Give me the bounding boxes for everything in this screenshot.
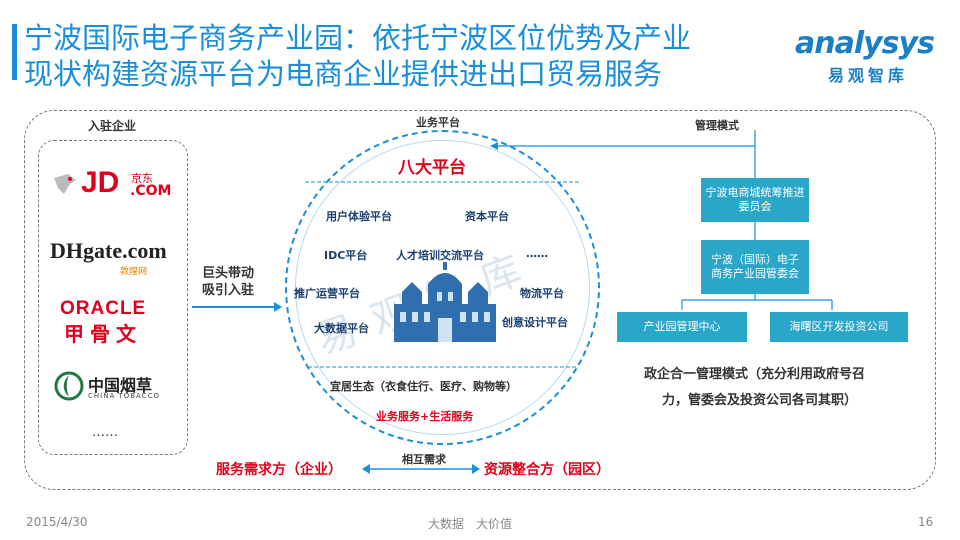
investment-company-box: 海曙区开发投资公司	[770, 312, 908, 342]
dhgate-cn: 敦煌网	[120, 267, 148, 277]
jd-cn: 京东	[131, 172, 153, 185]
ecology-label: 宜居生态（衣食住行、医疗、购物等）	[330, 380, 517, 393]
tobacco-emblem-icon	[54, 371, 84, 401]
management-connectors	[490, 130, 833, 310]
oracle-logo: ORACLE 甲骨文	[60, 298, 180, 346]
mutual-demand-label: 相互需求	[402, 453, 446, 466]
analysys-logo-subtitle: 易观智库	[828, 66, 909, 85]
jd-wordmark: JD	[81, 166, 120, 199]
oracle-wordmark: ORACLE	[60, 298, 147, 319]
companies-ellipsis: ……	[92, 425, 118, 440]
dhgate-wordmark: DHgate.com	[50, 238, 167, 263]
platform-capital: 资本平台	[465, 210, 509, 223]
services-label: 业务服务+生活服务	[376, 410, 474, 423]
resource-side-label: 资源整合方（园区）	[484, 462, 610, 478]
attract-label: 巨头带动 吸引入驻	[202, 265, 254, 299]
footer-slogan: 大数据 大价值	[428, 517, 513, 531]
platform-heading: 八大平台	[398, 158, 466, 178]
attract-arrow	[192, 302, 282, 312]
china-tobacco-logo: 中国烟草 CHINA TOBACCO	[54, 368, 184, 408]
footer-date: 2015/4/30	[26, 515, 88, 529]
center-section-label: 业务平台	[416, 116, 460, 129]
management-desc-line-1: 政企合一管理模式（充分利用政府号召	[644, 367, 866, 382]
jd-dog-icon	[54, 174, 76, 194]
title-line-1: 宁波国际电子商务产业园：依托宁波区位优势及产业	[24, 21, 692, 55]
jd-com: .COM	[130, 183, 172, 199]
page-number: 16	[918, 515, 934, 529]
companies-box	[38, 140, 188, 455]
committee-box: 宁波电商城统筹推进委员会	[701, 178, 809, 222]
attract-line-2: 吸引入驻	[202, 283, 255, 298]
mutual-demand-arrow	[362, 464, 480, 474]
platform-design: 创意设计平台	[502, 316, 568, 329]
management-description: 政企合一管理模式（充分利用政府号召 力，管委会及投资公司各司其职）	[644, 362, 865, 414]
management-desc-line-2: 力，管委会及投资公司各司其职）	[662, 393, 858, 408]
park-building-icon	[394, 262, 496, 342]
analysys-logo: analysys	[795, 26, 935, 61]
jd-logo: JD 京东 .COM	[48, 166, 178, 206]
title-accent-bar	[12, 24, 17, 80]
oracle-cn: 甲骨文	[64, 322, 142, 346]
left-section-label: 入驻企业	[88, 119, 137, 133]
platform-user-experience: 用户体验平台	[326, 210, 392, 223]
demand-side-label: 服务需求方（企业）	[216, 462, 342, 478]
diagram-frame	[24, 110, 936, 490]
right-section-label: 管理模式	[695, 119, 739, 132]
tobacco-cn: 中国烟草	[88, 376, 153, 395]
platform-ellipsis: ……	[526, 247, 548, 260]
page-title: 宁波国际电子商务产业园：依托宁波区位优势及产业 现状构建资源平台为电商企业提供进…	[24, 20, 774, 92]
platform-talent: 人才培训交流平台	[396, 249, 484, 262]
management-center-box: 产业园管理中心	[617, 312, 747, 342]
platform-ring-outer	[285, 130, 600, 445]
platform-promotion: 推广运营平台	[294, 287, 360, 300]
platform-bigdata: 大数据平台	[314, 322, 369, 335]
admin-committee-box: 宁波（国际）电子商务产业园管委会	[701, 240, 809, 294]
services-divider	[308, 366, 578, 368]
dhgate-logo: DHgate.com 敦煌网	[50, 238, 180, 278]
title-line-2: 现状构建资源平台为电商企业提供进出口贸易服务	[24, 57, 663, 91]
attract-line-1: 巨头带动	[202, 266, 255, 281]
heading-divider	[305, 181, 581, 183]
platform-ring-inner	[295, 140, 590, 435]
platform-logistics: 物流平台	[520, 287, 564, 300]
tobacco-en: CHINA TOBACCO	[88, 392, 161, 400]
platform-idc: IDC平台	[324, 249, 368, 262]
